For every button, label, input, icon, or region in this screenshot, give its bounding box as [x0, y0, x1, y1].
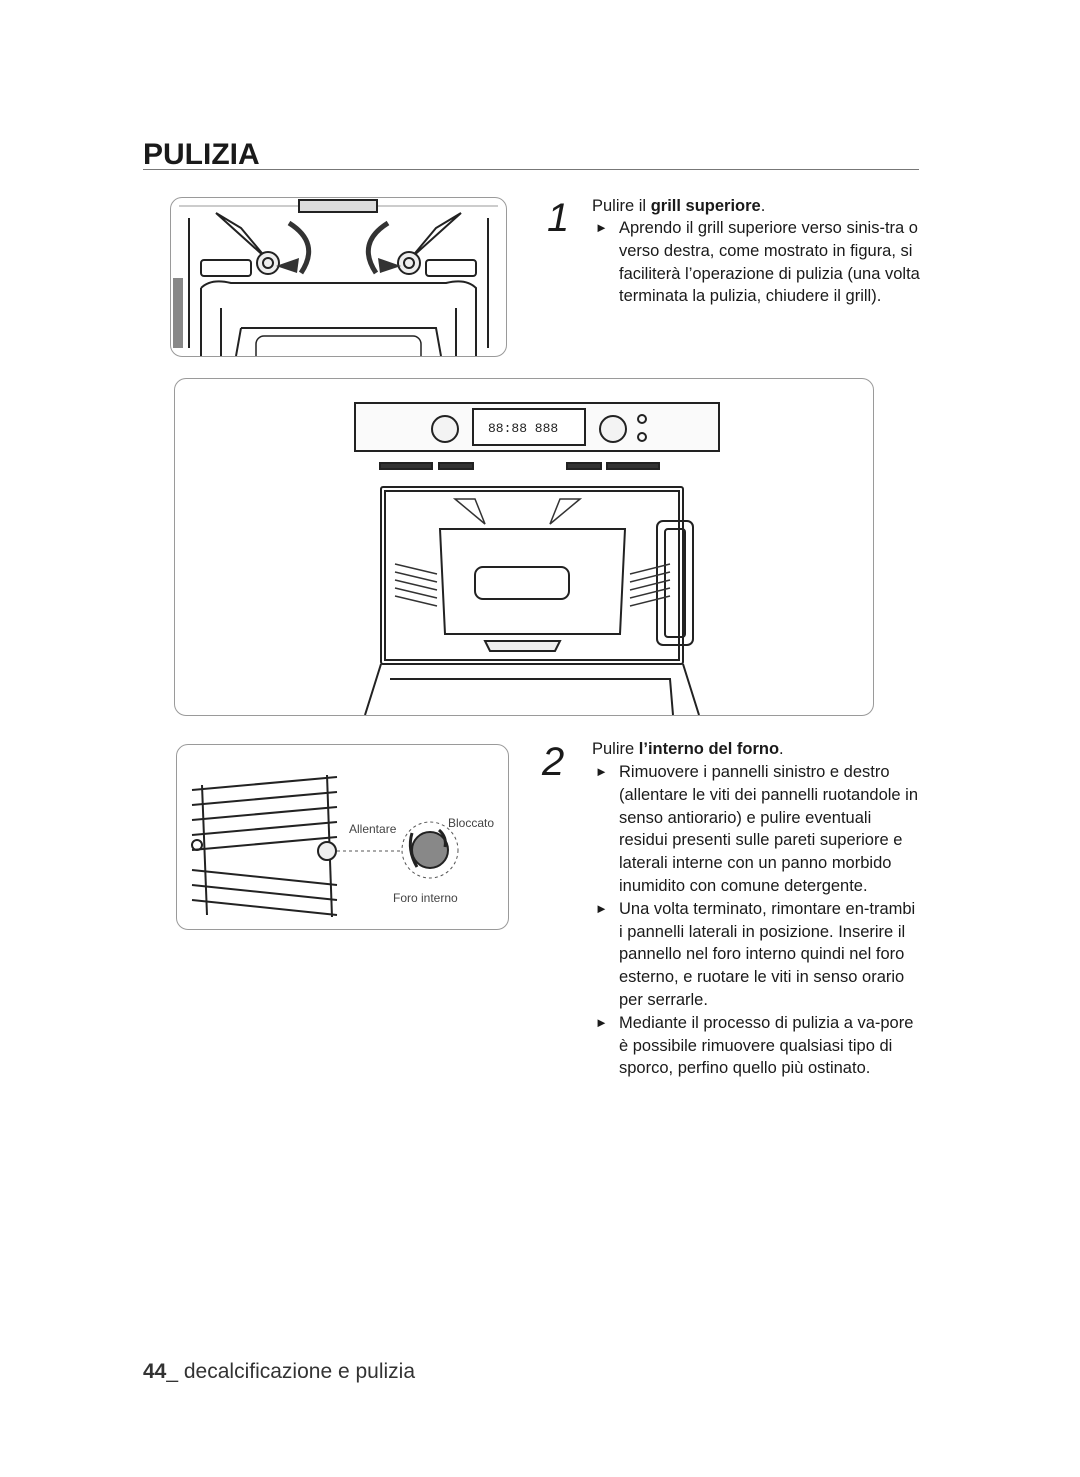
step-1-heading: Pulire il grill superiore.	[592, 195, 765, 217]
title-divider	[143, 169, 919, 170]
triangle-right-icon: ►	[595, 1014, 608, 1030]
inner-hole-label: Foro interno	[393, 891, 458, 905]
page-footer: 44_ decalcificazione e pulizia	[143, 1360, 415, 1384]
step-1-lead-end: .	[760, 197, 766, 215]
step-1-bullet-text: Aprendo il grill superiore verso sinis-t…	[619, 219, 920, 306]
triangle-right-icon: ►	[595, 220, 608, 235]
figure-top-grill	[170, 197, 507, 357]
triangle-right-icon: ►	[595, 764, 608, 779]
triangle-right-icon: ►	[595, 900, 608, 916]
oven-display-readout: 88:88 888	[488, 421, 558, 436]
step-2-bullet-text: Mediante il processo di pulizia a va-por…	[619, 1013, 914, 1078]
footer-section: decalcificazione e pulizia	[183, 1360, 416, 1383]
step-1-bullet: ► Aprendo il grill superiore verso sinis-…	[592, 217, 922, 308]
locked-label: Bloccato	[448, 816, 495, 830]
step-2-bullet-text: Una volta terminato, rimontare en-trambi…	[619, 899, 916, 1009]
page-title: PULIZIA	[143, 138, 260, 171]
step-2-bullet: ► Una volta terminato, rimontare en-tramb…	[592, 898, 922, 1012]
step-2-lead-bold: l’interno del forno	[638, 740, 780, 758]
step-2-number: 2	[542, 740, 565, 784]
step-1-bullets: ► Aprendo il grill superiore verso sinis-…	[592, 217, 922, 308]
step-2-bullet: ► Mediante il processo di pulizia a va-po…	[592, 1012, 922, 1080]
step-2-bullet-text: Rimuovere i pannelli sinistro e destro (…	[619, 763, 919, 895]
step-1-lead-bold: grill superiore	[650, 197, 761, 215]
figure-side-panel: Allentare Bloccato Foro interno	[176, 744, 509, 930]
step-1-lead: Pulire il	[592, 197, 651, 215]
step-2-bullet: ► Rimuovere i pannelli sinistro e destro …	[592, 761, 922, 898]
figure-oven-interior: 88:88 888	[174, 378, 874, 716]
step-2-heading: Pulire l’interno del forno.	[592, 738, 784, 760]
page-number: 44	[143, 1360, 167, 1383]
oven-illustration: 88:88 888	[354, 402, 720, 715]
side-panel-illustration	[191, 774, 459, 918]
step-2-bullets: ► Rimuovere i pannelli sinistro e destro …	[592, 761, 922, 1080]
footer-separator: _	[166, 1360, 184, 1383]
step-2-lead-end: .	[779, 740, 784, 758]
loosen-label: Allentare	[349, 822, 397, 836]
step-2-lead: Pulire	[592, 740, 639, 758]
step-1-number: 1	[547, 196, 570, 240]
top-grill-illustration	[173, 199, 498, 356]
